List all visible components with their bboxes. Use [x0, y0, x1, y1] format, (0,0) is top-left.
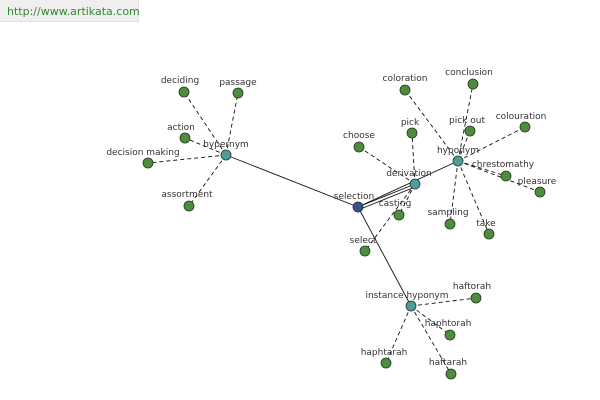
term-node-pick[interactable]	[406, 127, 418, 139]
edge-hyponym-colouration	[457, 126, 526, 162]
term-node-conclusion[interactable]	[467, 78, 479, 90]
term-node-deciding[interactable]	[178, 86, 190, 98]
term-label-deciding[interactable]: deciding	[161, 76, 199, 86]
term-label-passage[interactable]: passage	[219, 78, 257, 88]
edge-hypernym-deciding	[183, 91, 227, 156]
center-node-selection[interactable]	[352, 201, 364, 213]
relation-label-derivation[interactable]: derivation	[386, 169, 432, 179]
term-node-assortment[interactable]	[183, 200, 195, 212]
relation-label-hyponym[interactable]: hyponym	[437, 146, 479, 156]
relation-node-hypernym[interactable]	[220, 149, 232, 161]
relation-node-derivation[interactable]	[409, 178, 421, 190]
term-node-action[interactable]	[179, 132, 191, 144]
term-node-colouration[interactable]	[519, 121, 531, 133]
url-bar: http://www.artikata.com	[0, 0, 140, 22]
term-label-chrestomathy[interactable]: chrestomathy	[472, 160, 535, 170]
term-node-casting[interactable]	[393, 209, 405, 221]
term-label-pick_out[interactable]: pick out	[449, 116, 485, 126]
term-node-passage[interactable]	[232, 87, 244, 99]
edge-instance_hyponym-haphtorah_1	[410, 305, 451, 336]
term-label-select[interactable]: select	[350, 236, 377, 246]
term-label-choose[interactable]: choose	[343, 131, 375, 141]
edge-hypernym-passage	[225, 92, 239, 156]
term-node-haftarah[interactable]	[445, 368, 457, 380]
center-label-selection[interactable]: selection	[334, 192, 374, 202]
term-node-take[interactable]	[483, 228, 495, 240]
relation-label-instance_hyponym[interactable]: instance hyponym	[365, 291, 448, 301]
term-label-haftorah_1[interactable]: haftorah	[453, 282, 491, 292]
term-label-haftarah[interactable]: haftarah	[429, 358, 467, 368]
relation-node-hyponym[interactable]	[452, 155, 464, 167]
term-label-haphtarah[interactable]: haphtarah	[361, 348, 408, 358]
term-node-choose[interactable]	[353, 141, 365, 153]
edge-selection-derivation	[357, 183, 416, 208]
node-layer	[142, 78, 546, 380]
term-node-haftorah_1[interactable]	[470, 292, 482, 304]
edge-hyponym-conclusion	[457, 83, 474, 162]
term-label-sampling[interactable]: sampling	[427, 208, 468, 218]
edge-derivation-pick	[411, 132, 416, 185]
term-node-sampling[interactable]	[444, 218, 456, 230]
term-label-action[interactable]: action	[167, 123, 195, 133]
term-node-decision_making[interactable]	[142, 157, 154, 169]
term-node-haphtorah_1[interactable]	[444, 329, 456, 341]
term-label-colouration[interactable]: colouration	[496, 112, 547, 122]
term-label-coloration[interactable]: coloration	[383, 74, 428, 84]
term-label-pick[interactable]: pick	[401, 118, 420, 128]
edge-layer	[147, 83, 541, 375]
edge-selection-instance_hyponym	[357, 206, 412, 307]
edge-hyponym-chrestomathy	[457, 160, 507, 177]
label-layer: deciding passage action decision making asso…	[106, 68, 556, 368]
edge-instance_hyponym-haftarah	[410, 305, 452, 375]
edge-hyponym-take	[457, 160, 490, 235]
edge-derivation-casting	[398, 183, 416, 216]
term-node-pick_out[interactable]	[464, 125, 476, 137]
edge-instance_hyponym-haftorah_1	[410, 297, 477, 307]
term-label-assortment[interactable]: assortment	[161, 190, 213, 200]
edge-selection-hypernym	[225, 154, 359, 208]
term-label-pleasure[interactable]: pleasure	[518, 177, 557, 187]
edge-hyponym-pleasure	[457, 160, 541, 193]
term-label-casting[interactable]: casting	[379, 199, 412, 209]
edge-hyponym-pick_out	[457, 130, 471, 162]
edge-instance_hyponym-haphtarah	[385, 305, 412, 364]
term-node-select[interactable]	[359, 245, 371, 257]
term-label-conclusion[interactable]: conclusion	[445, 68, 493, 78]
relation-label-hypernym[interactable]: hypernym	[203, 140, 249, 150]
site-url-link[interactable]: http://www.artikata.com	[7, 5, 140, 18]
term-node-coloration[interactable]	[399, 84, 411, 96]
edge-selection-hyponym	[357, 160, 459, 208]
edge-hyponym-sampling	[449, 160, 459, 225]
term-label-decision_making[interactable]: decision making	[106, 148, 179, 158]
edge-hyponym-coloration	[404, 89, 459, 162]
edge-hypernym-assortment	[188, 154, 227, 207]
edge-selection-derivation-2	[357, 186, 416, 211]
term-label-take[interactable]: take	[476, 219, 496, 229]
edge-hypernym-decision_making	[147, 154, 227, 164]
term-node-pleasure[interactable]	[534, 186, 546, 198]
term-node-chrestomathy[interactable]	[500, 170, 512, 182]
edge-hypernym-action	[184, 137, 227, 156]
term-node-haphtarah[interactable]	[380, 357, 392, 369]
term-label-haphtorah_1[interactable]: haphtorah	[425, 319, 472, 329]
relation-node-instance_hyponym[interactable]	[405, 300, 417, 312]
